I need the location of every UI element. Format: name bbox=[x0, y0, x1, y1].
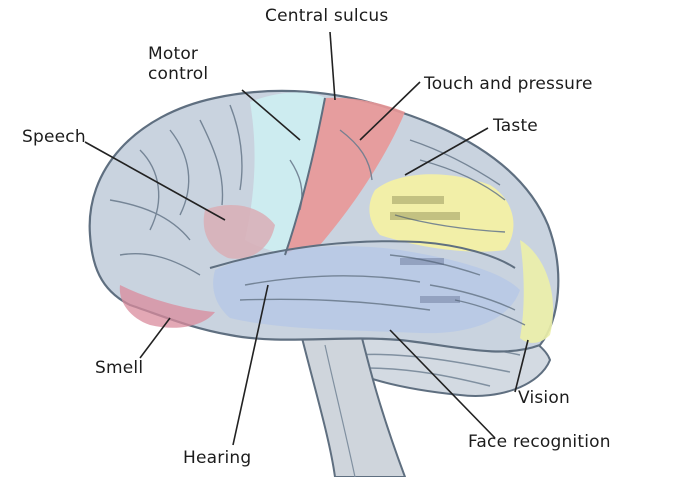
label-vision: Vision bbox=[518, 388, 570, 408]
label-motor-control: Motor control bbox=[148, 44, 208, 84]
label-smell: Smell bbox=[95, 358, 143, 378]
label-speech: Speech bbox=[22, 127, 86, 147]
label-central-sulcus: Central sulcus bbox=[265, 6, 388, 26]
leader-central-sulcus bbox=[330, 32, 335, 100]
label-taste: Taste bbox=[493, 116, 538, 136]
label-touch-pressure: Touch and pressure bbox=[424, 74, 593, 94]
label-hearing: Hearing bbox=[183, 448, 251, 468]
label-face-recognition: Face recognition bbox=[468, 432, 611, 452]
